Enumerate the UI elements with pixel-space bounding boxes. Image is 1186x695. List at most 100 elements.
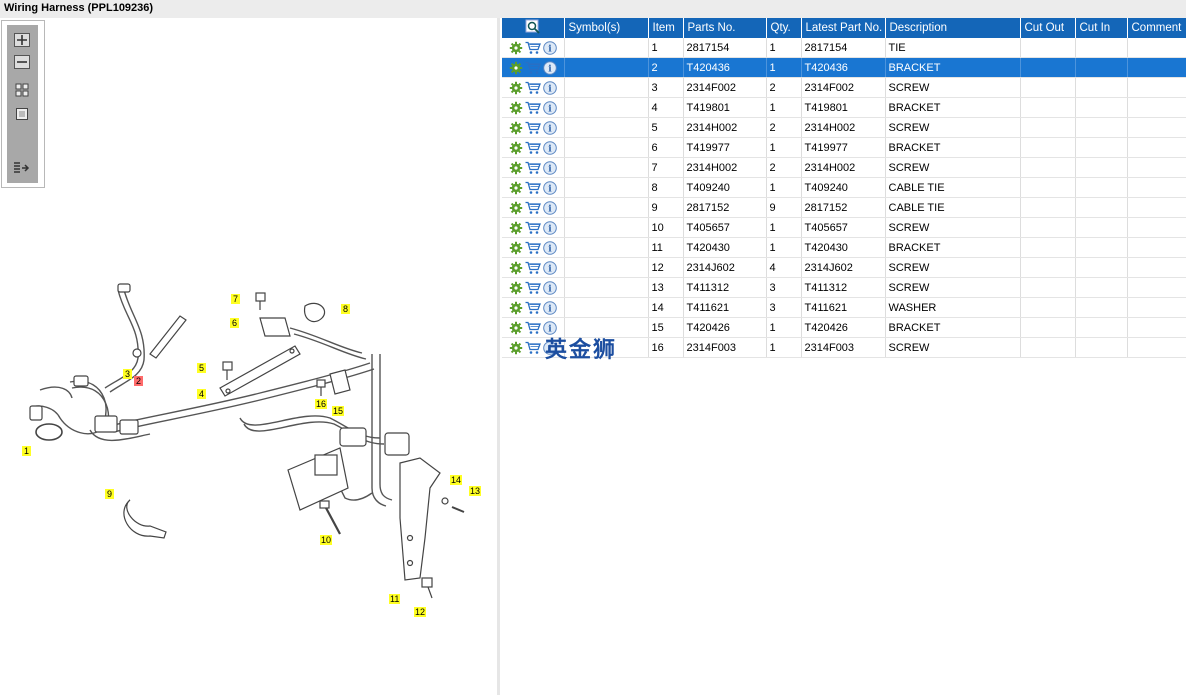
callout-13[interactable]: 13 — [469, 486, 482, 496]
callout-16[interactable]: 16 — [315, 399, 328, 409]
cart-icon[interactable] — [525, 181, 541, 195]
fit-window-button[interactable] — [12, 105, 32, 123]
table-row[interactable]: i 1 2817154 1 2817154 TIE — [502, 38, 1186, 58]
info-icon[interactable]: i — [543, 60, 557, 75]
cart-icon[interactable] — [525, 321, 541, 335]
callout-7[interactable]: 7 — [231, 294, 240, 304]
table-row[interactable]: i 9 2817152 9 2817152 CABLE TIE — [502, 197, 1186, 218]
cart-icon[interactable] — [525, 61, 541, 75]
column-header-tools[interactable] — [502, 18, 565, 38]
gear-icon[interactable] — [509, 301, 523, 315]
callout-14[interactable]: 14 — [450, 475, 463, 485]
table-row[interactable]: i 13 T411312 3 T411312 SCREW — [502, 277, 1186, 298]
column-header-item[interactable]: Item — [648, 18, 684, 38]
gear-icon[interactable] — [509, 41, 523, 55]
show-list-button[interactable] — [12, 159, 32, 177]
callout-5[interactable]: 5 — [197, 363, 206, 373]
callout-6[interactable]: 6 — [230, 318, 239, 328]
table-row[interactable]: i 10 T405657 1 T405657 SCREW — [502, 217, 1186, 238]
column-header-description[interactable]: Description — [885, 18, 1021, 38]
column-header-cut-out[interactable]: Cut Out — [1020, 18, 1076, 38]
info-icon[interactable]: i — [543, 340, 557, 355]
column-header-symbols[interactable]: Symbol(s) — [564, 18, 649, 38]
table-row[interactable]: i 12 2314J602 4 2314J602 SCREW — [502, 257, 1186, 278]
callout-15[interactable]: 15 — [332, 406, 345, 416]
table-row[interactable]: i 11 T420430 1 T420430 BRACKET — [502, 237, 1186, 258]
info-icon[interactable]: i — [543, 80, 557, 95]
callout-10[interactable]: 10 — [320, 535, 333, 545]
gear-icon[interactable] — [509, 241, 523, 255]
callout-1[interactable]: 1 — [22, 446, 31, 456]
info-icon[interactable]: i — [543, 300, 557, 315]
callout-9[interactable]: 9 — [105, 489, 114, 499]
info-icon[interactable]: i — [543, 100, 557, 115]
cart-icon[interactable] — [525, 141, 541, 155]
gear-icon[interactable] — [509, 161, 523, 175]
cart-icon[interactable] — [525, 301, 541, 315]
info-icon[interactable]: i — [543, 180, 557, 195]
info-icon[interactable]: i — [543, 40, 557, 55]
cart-icon[interactable] — [525, 241, 541, 255]
table-row[interactable]: i 15 T420426 1 T420426 BRACKET — [502, 317, 1186, 338]
table-row[interactable]: i 4 T419801 1 T419801 BRACKET — [502, 97, 1186, 118]
table-row[interactable]: i 16 2314F003 1 2314F003 SCREW — [502, 337, 1186, 358]
gear-icon[interactable] — [509, 261, 523, 275]
column-header-comment[interactable]: Comment — [1127, 18, 1186, 38]
callout-3[interactable]: 3 — [123, 369, 132, 379]
cart-icon[interactable] — [525, 341, 541, 355]
gear-icon[interactable] — [509, 141, 523, 155]
gear-icon[interactable] — [509, 201, 523, 215]
callout-2[interactable]: 2 — [134, 376, 143, 386]
info-icon[interactable]: i — [543, 140, 557, 155]
info-icon[interactable]: i — [543, 120, 557, 135]
info-icon[interactable]: i — [543, 200, 557, 215]
table-row[interactable]: i 6 T419977 1 T419977 BRACKET — [502, 137, 1186, 158]
gear-icon[interactable] — [509, 321, 523, 335]
gear-icon[interactable] — [509, 61, 523, 75]
cart-icon[interactable] — [525, 121, 541, 135]
cart-icon[interactable] — [525, 41, 541, 55]
gear-icon[interactable] — [509, 81, 523, 95]
table-row[interactable]: i 7 2314H002 2 2314H002 SCREW — [502, 157, 1186, 178]
table-row[interactable]: i 3 2314F002 2 2314F002 SCREW — [502, 77, 1186, 98]
table-row[interactable]: i 8 T409240 1 T409240 CABLE TIE — [502, 177, 1186, 198]
info-icon[interactable]: i — [543, 160, 557, 175]
table-row[interactable]: i 2 T420436 1 T420436 BRACKET — [502, 57, 1186, 78]
callout-4[interactable]: 4 — [197, 389, 206, 399]
fit-all-button[interactable] — [12, 81, 32, 99]
info-icon[interactable]: i — [543, 320, 557, 335]
cart-icon[interactable] — [525, 161, 541, 175]
info-icon[interactable]: i — [543, 220, 557, 235]
column-header-cut-in[interactable]: Cut In — [1075, 18, 1128, 38]
cart-icon[interactable] — [525, 281, 541, 295]
column-header-latest-part-no[interactable]: Latest Part No. — [801, 18, 886, 38]
info-icon[interactable]: i — [543, 240, 557, 255]
table-row[interactable]: i 14 T411621 3 T411621 WASHER — [502, 297, 1186, 318]
info-icon[interactable]: i — [543, 260, 557, 275]
zoom-out-button[interactable] — [12, 53, 32, 71]
cart-icon[interactable] — [525, 261, 541, 275]
cell-item: 1 — [648, 38, 684, 58]
column-header-qty[interactable]: Qty. — [766, 18, 802, 38]
table-row[interactable]: i 5 2314H002 2 2314H002 SCREW — [502, 117, 1186, 138]
cart-icon[interactable] — [525, 81, 541, 95]
callout-8[interactable]: 8 — [341, 304, 350, 314]
gear-icon[interactable] — [509, 121, 523, 135]
info-icon[interactable]: i — [543, 280, 557, 295]
gear-icon[interactable] — [509, 101, 523, 115]
gear-icon[interactable] — [509, 181, 523, 195]
callout-11[interactable]: 11 — [389, 594, 401, 604]
pane-splitter[interactable] — [497, 18, 500, 695]
cart-icon[interactable] — [525, 101, 541, 115]
zoom-in-button[interactable] — [12, 31, 32, 49]
cart-icon[interactable] — [525, 201, 541, 215]
drawing-pane[interactable]: 1 2 3 4 5 6 7 8 9 10 11 12 13 14 15 16 — [0, 18, 497, 695]
cell-qty: 1 — [766, 97, 802, 118]
cart-icon[interactable] — [525, 221, 541, 235]
column-header-parts-no[interactable]: Parts No. — [683, 18, 767, 38]
gear-icon[interactable] — [509, 281, 523, 295]
cell-cut-out — [1020, 157, 1076, 178]
gear-icon[interactable] — [509, 341, 523, 355]
gear-icon[interactable] — [509, 221, 523, 235]
callout-12[interactable]: 12 — [414, 607, 427, 617]
